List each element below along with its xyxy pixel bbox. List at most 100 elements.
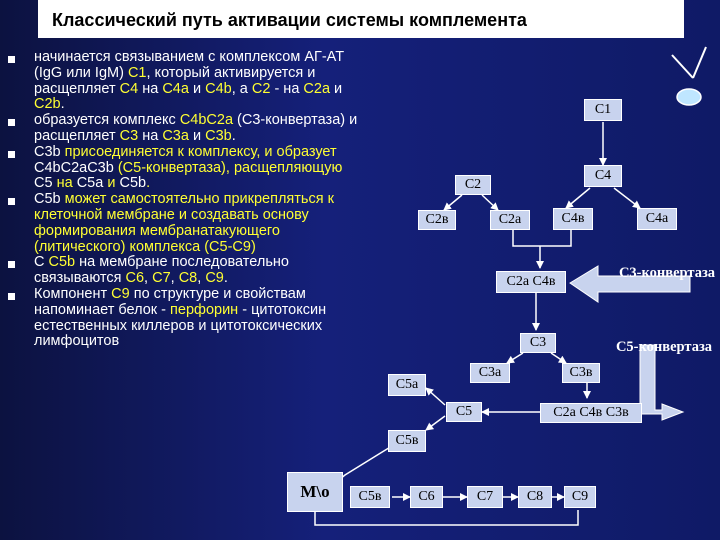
node-c4: C4 — [584, 165, 622, 187]
node-c1: C1 — [584, 99, 622, 121]
node-c4v: C4в — [553, 208, 593, 230]
bullet-item: Компонент C9 по структуре и свойствам на… — [8, 285, 358, 350]
node-macrophage: М\о — [287, 472, 343, 512]
bullet-highlight-text: присоединяется к комплексу, и образует — [60, 143, 337, 160]
node-c4a: C4a — [637, 208, 677, 230]
bullet-text: C4bC2aC3b — [34, 159, 114, 176]
bullet-item: C5b может самостоятельно прикрепляться к… — [8, 191, 358, 255]
bullet-text: C5 — [34, 175, 53, 192]
bullet-highlight-text: C5b — [48, 254, 76, 271]
arrow-c4-c4v — [565, 187, 591, 209]
bullet-text: , который активируется и расщепляет — [34, 64, 316, 97]
node-c3v: C3в — [562, 363, 600, 383]
bullet-highlight-text: C9 — [205, 270, 224, 287]
bullet-text: начинается связыванием с комплексом АГ-А… — [34, 49, 345, 81]
bullet-highlight-text: и — [103, 175, 120, 192]
node-c3a: C3a — [470, 363, 510, 383]
bullet-text: C5b — [34, 191, 61, 208]
label-c3-convertase: C3-конвертаза — [618, 265, 716, 281]
bullet-marker-icon — [8, 292, 15, 300]
node-c2a-c4v-c3v: C2a C4в C3в — [540, 403, 642, 423]
bullet-marker-icon — [8, 198, 15, 206]
node-c5v: C5в — [350, 486, 390, 508]
bullet-text: C5a — [76, 175, 104, 192]
merge-bracket — [512, 230, 572, 247]
bullet-marker-icon — [8, 261, 15, 269]
bullet-highlight-text: на — [52, 175, 77, 192]
bullet-text: C3b — [34, 143, 61, 160]
bullet-text: . — [60, 96, 65, 113]
title-bar — [38, 0, 684, 38]
antibody-icon — [671, 46, 707, 106]
bullet-highlight-text: C2a — [303, 80, 331, 97]
node-c2a-c4v: C2a C4в — [496, 271, 566, 293]
bullet-highlight-text: C4 — [119, 80, 139, 97]
node-c5v-upper: C5в — [388, 430, 426, 452]
bullet-text: по структуре и свойствам напоминает бело… — [34, 285, 306, 318]
c3-convertase-arrow — [569, 265, 691, 303]
bullet-text: (C3-конвертаза) и расщепляет — [34, 112, 358, 144]
arrow-c3-c3v — [550, 352, 567, 364]
bullet-highlight-text: C7 — [152, 270, 171, 287]
bullet-text: , — [144, 270, 153, 287]
bullet-marker-icon — [8, 56, 15, 63]
bullet-text: , — [197, 270, 206, 287]
node-c2v: C2в — [418, 210, 456, 230]
bullet-highlight-text: C4b — [205, 80, 232, 97]
bullet-text: и — [188, 127, 206, 144]
bullet-text: образуется комплекс — [34, 112, 180, 129]
bullet-text: на — [138, 80, 163, 97]
arrow-c3-c3a — [506, 352, 524, 364]
bullet-highlight-text: C9 — [111, 285, 130, 302]
bullet-text: и — [330, 80, 343, 97]
arrow-c5v-macrophage — [334, 445, 393, 484]
bullet-text: - на — [270, 80, 304, 97]
arrow-c5-c5a — [425, 387, 446, 406]
bullet-highlight-text: C6 — [125, 270, 145, 287]
node-c5: C5 — [446, 402, 482, 422]
bullet-highlight-text: C1 — [127, 64, 147, 81]
bullet-highlight-text: C3a — [162, 127, 189, 144]
bullet-text: C5b — [119, 175, 147, 192]
bullet-text: на — [138, 127, 163, 144]
bullet-text: Компонент — [34, 285, 112, 302]
bullet-highlight-text: C3 — [119, 127, 139, 144]
arrow-c2-c2v — [443, 194, 463, 211]
bullet-item: образуется комплекс C4bC2a (C3-конвертаз… — [8, 112, 358, 145]
node-c7: C7 — [467, 486, 503, 508]
arrow-c2-c2a — [481, 194, 499, 211]
bullet-text: - цитотоксин естественных киллеров и цит… — [34, 301, 327, 350]
bullet-text: и — [188, 80, 206, 97]
arrow-c4-c4a — [613, 187, 641, 209]
node-c9: C9 — [564, 486, 596, 508]
bullet-item: С C5b на мембране последовательно связыв… — [8, 254, 358, 287]
bullet-highlight-text: C8 — [178, 270, 198, 287]
label-c5-convertase: C5-конвертаза — [615, 339, 713, 355]
bullet-text: . — [223, 270, 228, 287]
bullet-highlight-text: (C5-конвертаза), расщепляющую — [113, 159, 343, 176]
bullet-highlight-text: C2b — [34, 96, 61, 113]
mac-bottom-loop — [314, 510, 579, 526]
bullet-item: начинается связыванием с комплексом АГ-А… — [8, 49, 358, 113]
bullet-text: . — [231, 127, 236, 144]
bullet-item: C3b присоединяется к комплексу, и образу… — [8, 143, 358, 192]
bullet-highlight-text: может самостоятельно прикрепляться к кле… — [34, 191, 334, 255]
bullet-text: , а — [231, 80, 252, 97]
node-c8: C8 — [518, 486, 552, 508]
bullet-highlight-text: . — [146, 175, 151, 192]
bullet-highlight-text: C3b — [205, 127, 232, 144]
node-c2a: C2a — [490, 210, 530, 230]
node-c2: C2 — [455, 175, 491, 195]
arrow-c5-c5v — [425, 415, 446, 431]
bullet-marker-icon — [8, 119, 15, 127]
bullet-highlight-text: C2 — [251, 80, 271, 97]
bullet-text: С — [34, 254, 49, 271]
bullet-text: на мембране последовательно связываются — [34, 254, 289, 287]
node-c5a: C5a — [388, 374, 426, 396]
bullet-highlight-text: перфорин — [170, 301, 239, 318]
bullet-marker-icon — [8, 150, 15, 158]
node-c3: C3 — [520, 333, 556, 353]
bullet-highlight-text: C4bC2a — [179, 112, 234, 129]
node-c6: C6 — [410, 486, 443, 508]
